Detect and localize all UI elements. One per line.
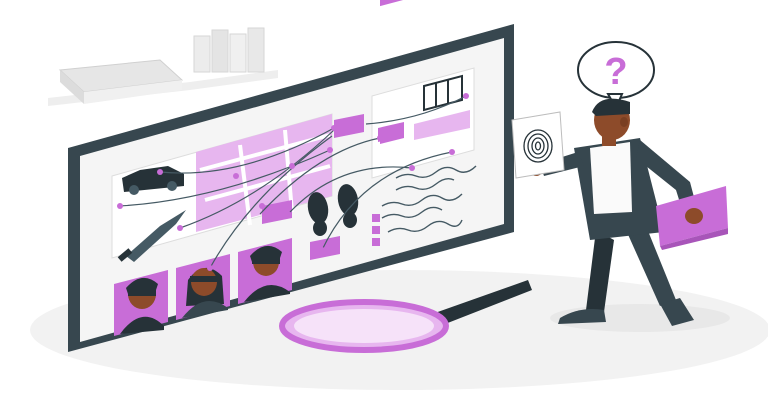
handwritten-notes xyxy=(381,165,477,233)
sticky-note-1 xyxy=(334,114,364,138)
blueprint-1 xyxy=(380,0,412,7)
mugshot-2 xyxy=(176,254,230,320)
sticky-note-4 xyxy=(380,126,404,144)
mugshot-3 xyxy=(238,238,292,304)
mugshot-1 xyxy=(114,270,168,336)
shelf xyxy=(48,27,278,106)
sticky-note-3 xyxy=(310,236,340,260)
question-mark-icon: ? xyxy=(604,51,627,93)
connection-strings xyxy=(119,95,467,269)
evidence-photo-b xyxy=(414,110,470,140)
evidence-board xyxy=(68,0,514,352)
pins xyxy=(117,93,469,271)
footprints-icon xyxy=(307,184,359,236)
magnifying-glass-icon xyxy=(279,280,532,353)
checklist xyxy=(372,214,380,246)
fingerprint-card xyxy=(511,111,565,179)
fingerprint-icon xyxy=(523,129,553,163)
question-bubble: ? xyxy=(577,41,655,111)
sticky-note-2 xyxy=(262,200,292,224)
window-sketch xyxy=(423,74,463,112)
knife-icon xyxy=(117,210,186,262)
